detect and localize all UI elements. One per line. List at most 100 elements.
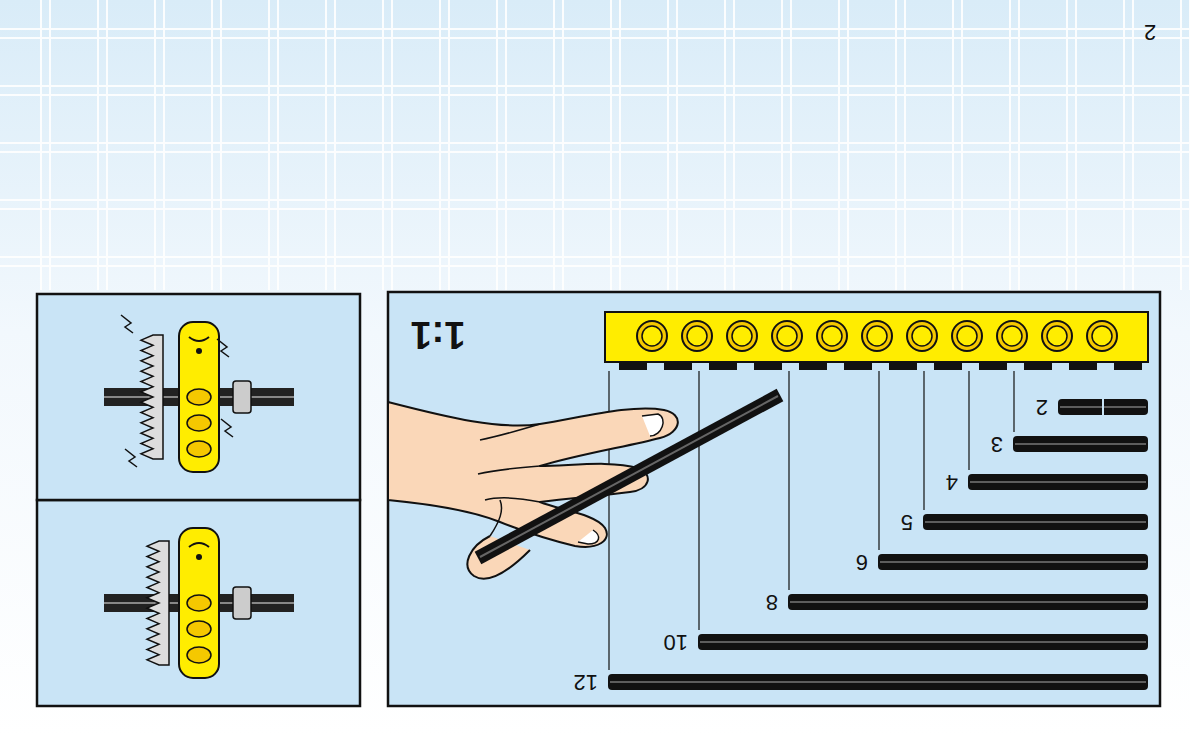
leader-line bbox=[698, 371, 699, 630]
axle-groove bbox=[1015, 443, 1146, 445]
beam-stud bbox=[709, 362, 737, 370]
axle-groove bbox=[610, 681, 1146, 683]
grid-line bbox=[838, 0, 840, 290]
face-eye bbox=[196, 554, 202, 560]
axle bbox=[923, 514, 1148, 530]
leader-line bbox=[968, 371, 969, 470]
drawing-part bbox=[642, 414, 663, 436]
grid-line bbox=[667, 0, 669, 290]
beam-hole bbox=[1092, 326, 1112, 346]
grid-line bbox=[895, 0, 897, 290]
beam-hole bbox=[642, 326, 662, 346]
page-number: 2 bbox=[1144, 21, 1156, 43]
beam-hole bbox=[1087, 321, 1117, 351]
axle-groove bbox=[925, 521, 1146, 523]
hand-figure bbox=[388, 395, 780, 579]
beam-hole bbox=[187, 441, 211, 457]
axle-groove bbox=[700, 641, 1146, 643]
grid-line bbox=[49, 0, 51, 290]
grid-line bbox=[676, 0, 678, 290]
grid-line bbox=[0, 256, 1190, 258]
beam-hole bbox=[867, 326, 887, 346]
grid-line bbox=[610, 0, 612, 290]
drawing-part bbox=[578, 530, 599, 544]
grid-line bbox=[40, 0, 42, 290]
beam-stud bbox=[664, 362, 692, 370]
axle-length-number: 3 bbox=[991, 433, 1003, 455]
axle-length-number: 8 bbox=[766, 591, 778, 613]
spark bbox=[217, 339, 229, 357]
grid-line bbox=[439, 0, 441, 290]
axle-length-number: 10 bbox=[664, 631, 688, 653]
bush bbox=[233, 587, 251, 619]
beam-hole bbox=[957, 326, 977, 346]
axle-notch bbox=[1102, 399, 1104, 415]
axle bbox=[968, 474, 1148, 490]
beam-hole bbox=[187, 415, 211, 431]
spark bbox=[221, 419, 233, 437]
beam-stud bbox=[1024, 362, 1052, 370]
beam-hole bbox=[822, 326, 842, 346]
grid-line bbox=[1180, 0, 1182, 290]
grid-line bbox=[724, 0, 726, 290]
beam-stud bbox=[1114, 362, 1142, 370]
grid-line bbox=[391, 0, 393, 290]
beam-hole bbox=[187, 389, 211, 405]
drawing-part bbox=[490, 500, 502, 536]
beam-stud bbox=[799, 362, 827, 370]
grid-line bbox=[0, 94, 1190, 96]
face-eye bbox=[196, 348, 202, 354]
leader-line bbox=[878, 371, 879, 550]
beam-hole bbox=[997, 321, 1027, 351]
scale-label: 1:1 bbox=[411, 316, 466, 354]
grid-line bbox=[562, 0, 564, 290]
grid-line bbox=[1075, 0, 1077, 290]
beam-hole bbox=[1047, 326, 1067, 346]
grid-line bbox=[505, 0, 507, 290]
grid-line bbox=[496, 0, 498, 290]
beam-hole bbox=[187, 595, 211, 611]
grid-line bbox=[0, 265, 1190, 267]
grid-line bbox=[0, 142, 1190, 144]
grid-line bbox=[0, 37, 1190, 39]
grid-line bbox=[0, 151, 1190, 153]
axle bbox=[104, 594, 294, 612]
drawing-part bbox=[480, 396, 778, 557]
beam-hole bbox=[727, 321, 757, 351]
axle-length-number: 12 bbox=[574, 671, 598, 693]
beam-hole bbox=[732, 326, 752, 346]
face-mouth bbox=[189, 543, 209, 547]
axle-groove bbox=[880, 561, 1146, 563]
beam-hole bbox=[862, 321, 892, 351]
grid-line bbox=[1123, 0, 1125, 290]
leader-line bbox=[788, 371, 789, 590]
grid-line bbox=[0, 28, 1190, 30]
beam-hole bbox=[187, 647, 211, 663]
grid-line bbox=[952, 0, 954, 290]
grid-line bbox=[790, 0, 792, 290]
beam-hole bbox=[912, 326, 932, 346]
grid-line bbox=[847, 0, 849, 290]
beam-hole bbox=[817, 321, 847, 351]
grid-line bbox=[1066, 0, 1068, 290]
grid-line bbox=[334, 0, 336, 290]
grid-line bbox=[154, 0, 156, 290]
gear bbox=[141, 335, 163, 459]
grid-line bbox=[619, 0, 621, 290]
axle bbox=[104, 388, 294, 406]
axle-gauge bbox=[605, 312, 1148, 690]
grid-line bbox=[961, 0, 963, 290]
bush bbox=[233, 381, 251, 413]
grid-line bbox=[553, 0, 555, 290]
beam-hole bbox=[777, 326, 797, 346]
grid-line bbox=[0, 199, 1190, 201]
good-fit-panel bbox=[37, 500, 360, 706]
grid-line bbox=[106, 0, 108, 290]
beam-stud bbox=[844, 362, 872, 370]
axle-length-number: 6 bbox=[856, 551, 868, 573]
beam-hole bbox=[952, 321, 982, 351]
grid-line bbox=[382, 0, 384, 290]
spark bbox=[125, 449, 137, 467]
